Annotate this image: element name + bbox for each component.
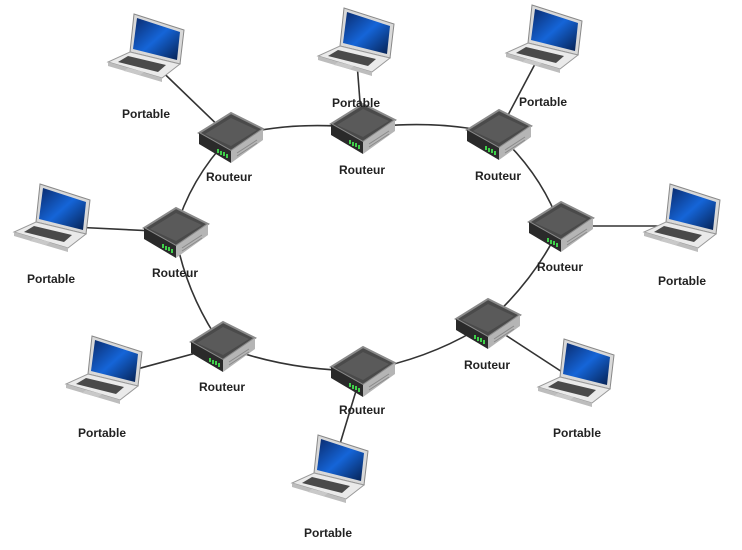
laptop-8-label: Portable (26, 272, 76, 286)
router-1-label: Routeur (206, 170, 252, 184)
laptop-icon (288, 433, 372, 510)
laptop-icon (640, 182, 724, 259)
laptop-3-label: Portable (518, 95, 568, 109)
router-7-label: Routeur (199, 380, 245, 394)
laptop-5-label: Portable (552, 426, 602, 440)
laptop-1-label: Portable (121, 107, 171, 121)
router-4-label: Routeur (537, 260, 583, 274)
laptop-icon (502, 3, 586, 80)
router-3-label: Routeur (475, 169, 521, 183)
laptop-7-label: Portable (77, 426, 127, 440)
router-icon (323, 98, 401, 163)
router-5-label: Routeur (464, 358, 510, 372)
router-icon (136, 202, 214, 267)
router-8-label: Routeur (152, 266, 198, 280)
laptop-icon (10, 182, 94, 259)
router-6-label: Routeur (339, 403, 385, 417)
router-2-label: Routeur (339, 163, 385, 177)
laptop-icon (314, 6, 398, 83)
router-icon (191, 107, 269, 172)
laptop-4-label: Portable (657, 274, 707, 288)
router-icon (459, 104, 537, 169)
router-icon (448, 293, 526, 358)
laptop-icon (62, 334, 146, 411)
laptop-icon (104, 12, 188, 89)
laptop-2-label: Portable (331, 96, 381, 110)
router-icon (183, 316, 261, 381)
router-icon (323, 341, 401, 406)
laptop-icon (534, 337, 618, 414)
laptop-6-label: Portable (303, 526, 353, 540)
router-icon (521, 196, 599, 261)
